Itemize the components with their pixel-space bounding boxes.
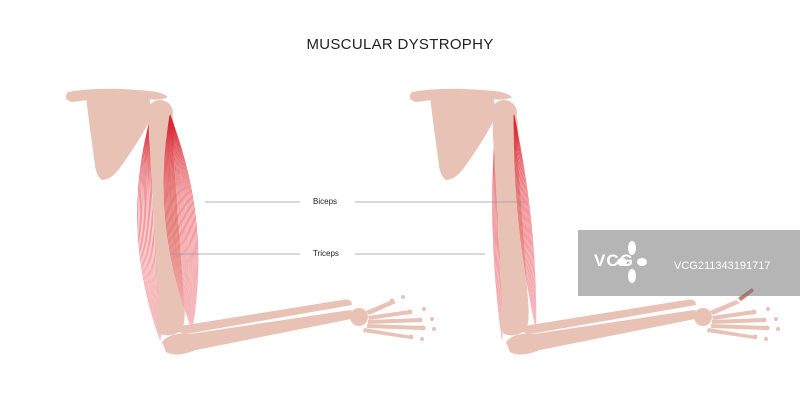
muscle-fiber — [169, 114, 193, 331]
muscle-fiber — [165, 114, 193, 331]
muscle-fiber — [169, 114, 199, 331]
carpal-left — [350, 308, 368, 326]
muscle-fiber — [163, 114, 193, 331]
biceps-label: Biceps — [313, 197, 338, 206]
muscle-fiber — [169, 114, 193, 331]
muscle-fiber — [169, 114, 193, 331]
healthy-arm — [65, 88, 436, 355]
muscle-fiber — [513, 114, 537, 331]
biceps-muscle-left — [163, 114, 199, 331]
muscle-fiber — [513, 114, 537, 331]
radius-right — [522, 299, 696, 334]
muscle-fiber — [169, 114, 193, 331]
muscle-fiber — [169, 114, 193, 331]
watermark-id: VCG211343191717 — [674, 260, 771, 272]
watermark-flower-icon — [617, 241, 647, 283]
muscle-fiber — [169, 114, 194, 331]
muscle-fiber — [513, 114, 537, 331]
muscle-fiber — [147, 119, 161, 341]
muscle-fiber — [169, 114, 194, 331]
scapula-right — [430, 94, 495, 180]
biceps-muscle-right — [513, 114, 537, 331]
muscle-fiber — [169, 114, 193, 331]
muscle-fiber — [137, 119, 161, 341]
ulna-left — [162, 310, 357, 355]
muscle-fiber — [168, 114, 193, 331]
muscle-fiber — [169, 114, 193, 331]
muscle-fiber — [142, 119, 161, 341]
muscle-fiber — [513, 114, 537, 331]
watermark-logo: VCG — [594, 251, 634, 270]
hand-right — [707, 300, 780, 341]
watermark-banner: VCG VCG211343191717 — [578, 230, 800, 296]
muscle-fiber — [169, 114, 197, 331]
muscle-fiber — [513, 114, 537, 331]
muscle-fiber — [513, 114, 537, 331]
muscle-fiber — [169, 114, 193, 331]
muscle-fiber — [513, 114, 537, 331]
carpal-right — [694, 308, 712, 326]
muscle-fiber — [169, 114, 198, 331]
muscle-fiber — [169, 114, 193, 331]
muscle-fiber — [169, 114, 193, 331]
muscle-fiber — [168, 114, 193, 331]
muscle-fiber — [166, 114, 193, 331]
ulna-right — [506, 310, 701, 355]
muscle-fiber — [143, 119, 161, 341]
muscle-fiber — [513, 114, 537, 331]
muscle-fiber — [141, 119, 161, 341]
muscle-fiber — [139, 119, 161, 341]
muscle-fiber — [167, 114, 193, 331]
muscle-fiber — [513, 114, 537, 331]
muscle-fiber — [169, 114, 193, 331]
muscle-fiber — [513, 114, 537, 331]
dystrophic-arm — [409, 88, 780, 355]
radius-left — [178, 299, 352, 334]
scapula-left — [86, 94, 151, 180]
muscle-fiber — [169, 114, 193, 331]
muscle-fiber — [169, 114, 196, 331]
muscle-fiber — [138, 119, 161, 341]
muscle-fiber — [164, 114, 193, 331]
hand-left — [363, 295, 436, 341]
muscle-fiber — [513, 114, 537, 331]
diagram-title: MUSCULAR DYSTROPHY — [306, 36, 494, 53]
muscle-fiber — [146, 119, 161, 341]
muscle-fiber — [145, 119, 161, 341]
muscle-fiber — [513, 114, 537, 331]
muscle-fiber — [513, 114, 537, 331]
muscle-fiber — [513, 114, 537, 331]
triceps-label: Triceps — [313, 249, 339, 258]
muscle-fiber — [169, 114, 195, 331]
humerus-right — [492, 107, 529, 336]
